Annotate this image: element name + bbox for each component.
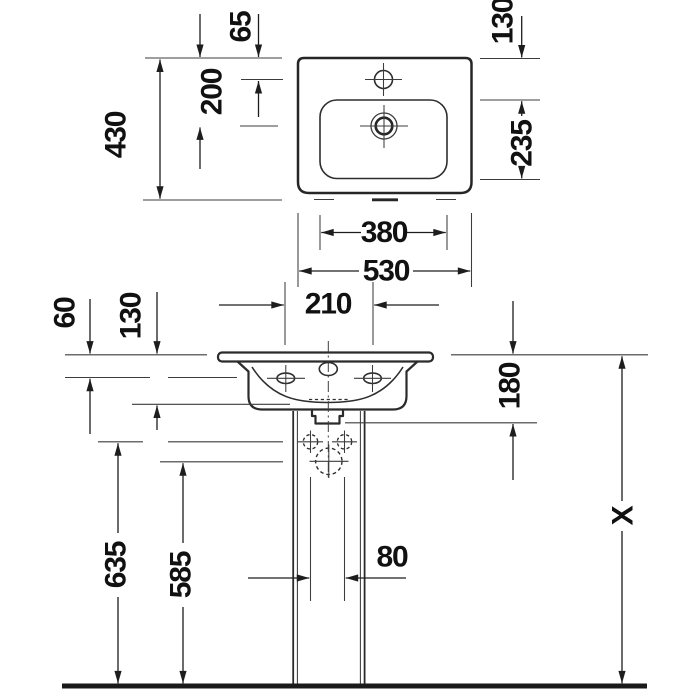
dimension-faucet-offset: 65 [225,11,263,117]
dim-80-label: 80 [377,541,408,574]
dim-380-label: 380 [361,216,408,249]
fixing-hole-left-icon [267,365,305,392]
dimension-installation-height: X [607,356,640,684]
dim-130p-label: 130 [487,0,520,44]
dimension-rim-to-outlet: 180 [494,301,527,480]
dimension-drain-offset: 200 [196,14,229,169]
dim-235-label: 235 [506,120,539,167]
dim-200-label: 200 [196,68,229,115]
dim-x-label: X [607,505,640,525]
basin-plan-outline [319,99,448,180]
dimension-rim-to-underside: 130 [115,292,161,430]
front-view: 210 60 130 180 X 635 [49,282,648,689]
dim-530-label: 530 [363,255,410,288]
dimension-basin-depth: 235 [506,101,539,179]
dim-180-label: 180 [494,362,527,409]
dim-130f-label: 130 [115,292,148,339]
dimension-hole-spacing: 210 [219,288,439,321]
plan-view: 65 200 430 130 235 380 [100,0,540,288]
basin-front-curve [251,366,404,404]
plan-extension-lines [143,57,540,287]
dim-210-label: 210 [305,288,352,321]
dim-430-label: 430 [100,111,133,158]
drain-nub-outline [310,409,345,425]
dimension-holes-height: 635 [100,443,133,684]
waste-outlet-icon [309,444,349,478]
pedestal-hole-left-icon [298,430,323,453]
faucet-hole-icon [365,63,402,96]
front-extension-lines [65,282,648,463]
dim-585-label: 585 [165,551,198,598]
dimension-outlet-height: 585 [165,463,198,684]
drain-hole-icon [360,105,408,148]
dimension-basin-width: 380 [321,216,446,249]
pedestal-outline [292,411,366,684]
dimension-basin-offset: 130 [487,0,526,58]
washbasin-front-outline [236,360,419,411]
faucet-hole-front-icon [318,361,339,377]
rim-slab-outline [216,351,435,363]
pedestal-hole-right-icon [332,430,357,453]
fixing-hole-right-icon [354,365,391,392]
washbasin-plan-outline [296,56,473,195]
dimension-width: 530 [299,255,471,288]
dimension-rim-to-holes: 60 [49,297,94,434]
dim-60-label: 60 [49,297,82,328]
dim-635-label: 635 [100,541,133,588]
dimension-channel-width: 80 [248,541,409,582]
dim-65-label: 65 [225,11,258,42]
dimension-depth: 430 [100,59,164,199]
